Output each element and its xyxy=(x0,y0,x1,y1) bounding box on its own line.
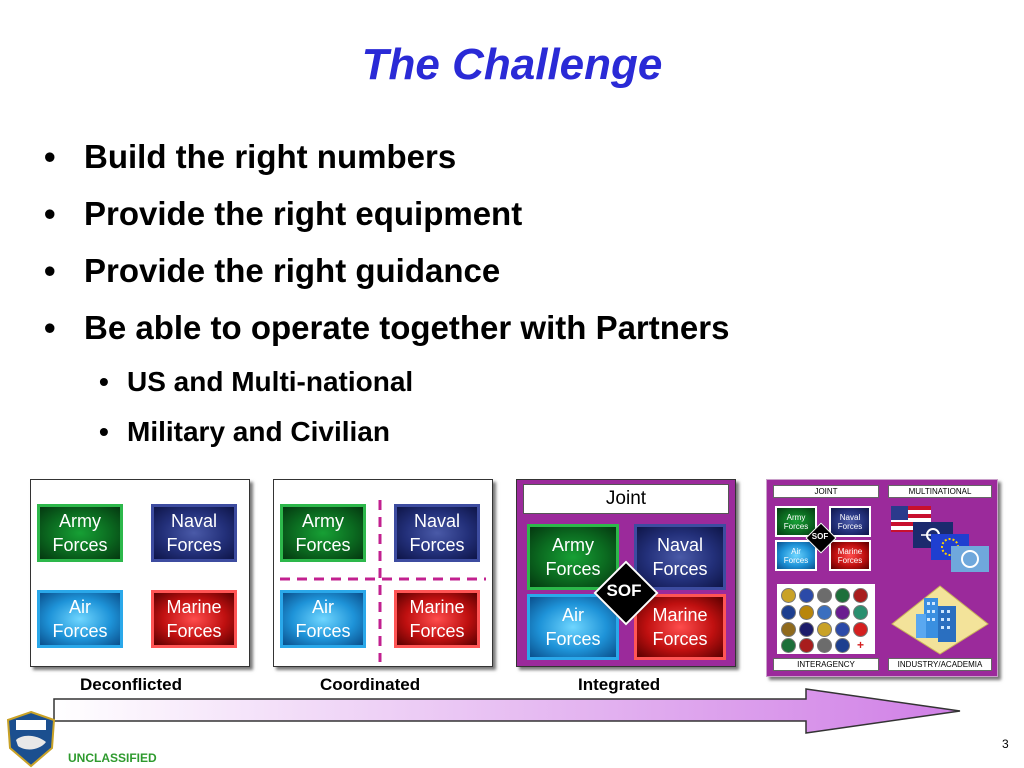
tile-label: Army xyxy=(786,512,806,522)
tile-label: Forces xyxy=(166,535,222,555)
page-number: 3 xyxy=(1002,737,1009,751)
industry-building-icon xyxy=(891,585,989,655)
bullet-icon: • xyxy=(44,195,56,232)
tile-label: Forces xyxy=(783,521,809,531)
integrated-label: Integrated xyxy=(578,675,661,694)
interagency-quadrant-label: INTERAGENCY xyxy=(773,658,879,671)
tile-label: Marine xyxy=(652,605,708,625)
bullet-list: • Build the right numbers • Provide the ri… xyxy=(44,138,729,466)
command-logo-icon xyxy=(6,710,56,768)
bullet-icon: • xyxy=(44,138,56,175)
tile-label: Naval xyxy=(413,511,461,531)
tile-label: Naval xyxy=(170,511,218,531)
bullet-text: Be able to operate together with Partner… xyxy=(84,309,730,346)
unified-action-panel: JOINT MULTINATIONAL INTERAGENCY INDUSTRY… xyxy=(766,479,998,677)
tile-label: Naval xyxy=(839,512,861,522)
tile-label: Forces xyxy=(52,535,108,555)
tile-label: Air xyxy=(312,597,334,617)
tile-label: Forces xyxy=(783,555,809,565)
tile-label: Air xyxy=(562,605,584,625)
bullet-text: Build the right numbers xyxy=(84,138,457,175)
tile-label: Army xyxy=(552,535,594,555)
tile-label: Forces xyxy=(295,621,351,641)
joint-quadrant-label: JOINT xyxy=(773,485,879,498)
deconflicted-label: Deconflicted xyxy=(80,675,183,694)
tile-label: Army xyxy=(59,511,101,531)
progression-arrow-icon xyxy=(53,688,961,734)
bullet-item: • Build the right numbers xyxy=(44,138,729,195)
partner-flags-icon xyxy=(891,506,989,572)
classification-label: UNCLASSIFIED xyxy=(68,751,157,765)
bullet-text: Provide the right guidance xyxy=(84,252,501,289)
bullet-item: • Provide the right guidance xyxy=(44,252,729,309)
tile-label: Air xyxy=(791,546,801,556)
multinational-quadrant-label: MULTINATIONAL xyxy=(888,485,992,498)
tile-label: Forces xyxy=(52,621,108,641)
un-flag-icon xyxy=(951,546,989,572)
tile-label: Marine xyxy=(166,597,222,617)
sub-bullet-text: Military and Civilian xyxy=(127,416,390,447)
sub-bullet-item: • Military and Civilian xyxy=(99,416,729,466)
slide-title: The Challenge xyxy=(361,40,663,89)
tile-label: Forces xyxy=(409,621,465,641)
tile-label: Forces xyxy=(545,559,601,579)
bullet-item: • Be able to operate together with Partne… xyxy=(44,309,729,366)
bullet-item: • Provide the right equipment xyxy=(44,195,729,252)
tile-label: Marine xyxy=(837,546,863,556)
joint-header: Joint xyxy=(523,484,729,514)
tile-label: Forces xyxy=(837,521,863,531)
tile-label: Forces xyxy=(837,555,863,565)
tile-label: Forces xyxy=(409,535,465,555)
tile-label: Marine xyxy=(409,597,465,617)
sub-bullet-item: • US and Multi-national xyxy=(99,366,729,416)
tile-label: Forces xyxy=(545,629,601,649)
coordinated-label: Coordinated xyxy=(320,675,421,694)
tile-label: Air xyxy=(69,597,91,617)
bullet-text: Provide the right equipment xyxy=(84,195,523,232)
mini-sof-label: SOF xyxy=(811,532,829,541)
industry-academia-quadrant-label: INDUSTRY/ACADEMIA xyxy=(888,658,992,671)
tile-label: Forces xyxy=(295,535,351,555)
bullet-icon: • xyxy=(99,416,109,447)
tile-label: Army xyxy=(302,511,344,531)
sof-label: SOF xyxy=(606,581,642,600)
tile-label: Naval xyxy=(656,535,704,555)
tile-label: Forces xyxy=(166,621,222,641)
tile-label: Forces xyxy=(652,629,708,649)
sub-bullet-text: US and Multi-national xyxy=(127,366,414,397)
bullet-icon: • xyxy=(44,309,56,346)
tile-label: Forces xyxy=(652,559,708,579)
coordination-divider-lines xyxy=(280,500,486,662)
agency-seals-icon: + xyxy=(777,584,875,654)
bullet-icon: • xyxy=(99,366,109,397)
bullet-icon: • xyxy=(44,252,56,289)
